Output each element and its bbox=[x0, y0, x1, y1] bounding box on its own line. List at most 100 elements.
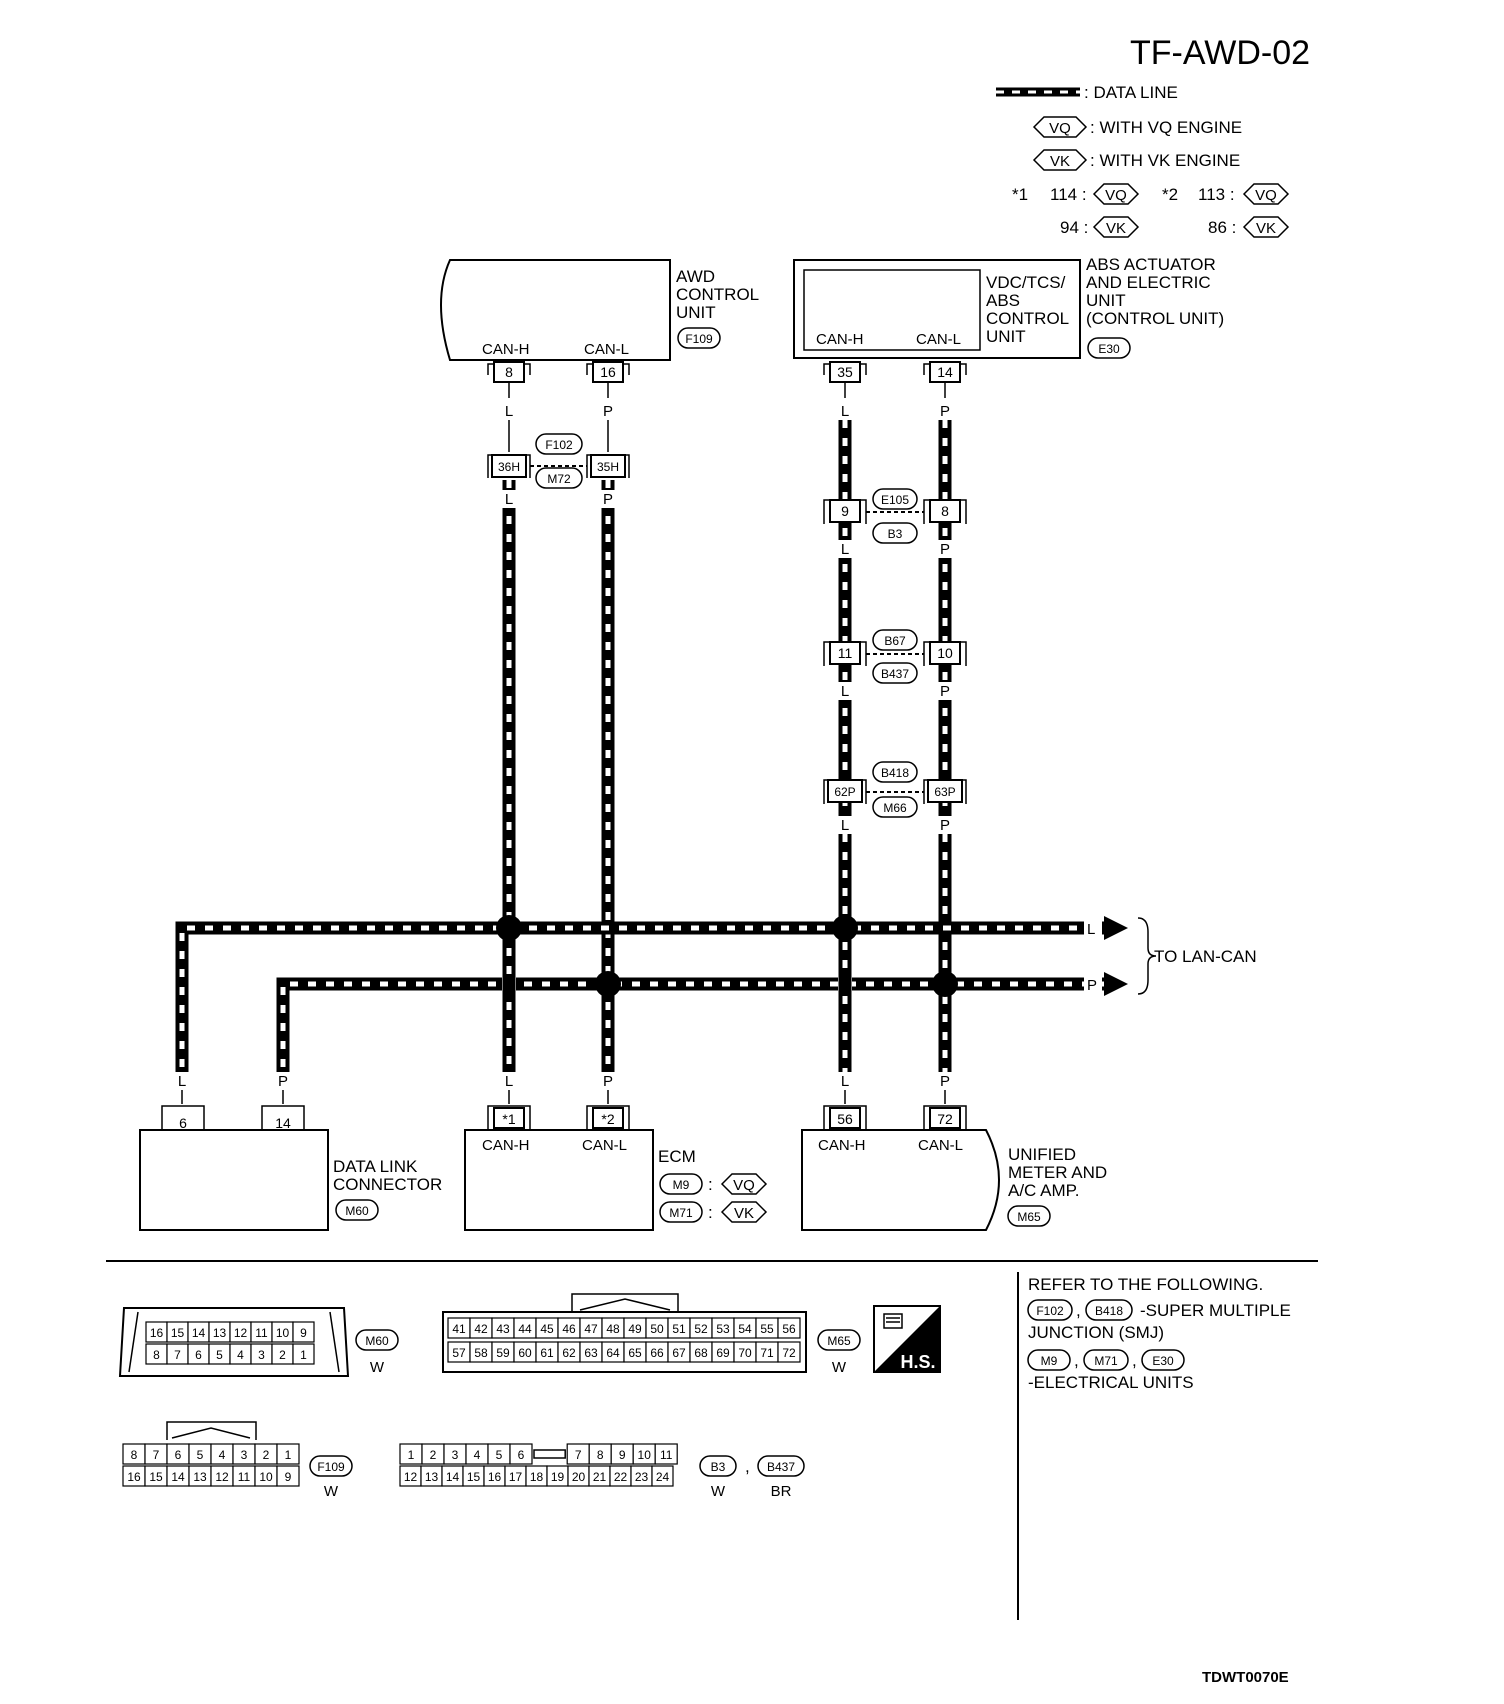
m65-cell-label: 59 bbox=[496, 1346, 510, 1360]
b3-cell-label: 24 bbox=[656, 1470, 670, 1484]
m65-cell bbox=[777, 1317, 801, 1339]
b3-cell-label: 21 bbox=[593, 1470, 607, 1484]
m60-cell-label: 13 bbox=[213, 1326, 227, 1340]
m65-cell-label: 70 bbox=[738, 1346, 752, 1360]
f109-cell-label: 12 bbox=[215, 1470, 229, 1484]
refer-eu-conn3: E30 bbox=[1152, 1354, 1174, 1368]
b3-cell-label: 2 bbox=[430, 1448, 437, 1462]
f109-cell-label: 3 bbox=[241, 1448, 248, 1462]
f109-cell-label: 11 bbox=[238, 1470, 251, 1484]
m65-cell-label: 62 bbox=[562, 1346, 576, 1360]
legend-star2-vk-badge: VK bbox=[1256, 220, 1276, 237]
m65-cell-label: 42 bbox=[474, 1322, 488, 1336]
m65-cell-label: 67 bbox=[672, 1346, 686, 1360]
dlc-connector-id: M60 bbox=[345, 1204, 369, 1218]
b3-cell-label: 19 bbox=[551, 1470, 565, 1484]
f109-cell-label: 13 bbox=[193, 1470, 207, 1484]
awd-wire-p: P bbox=[603, 403, 613, 420]
b3-cell-label: 18 bbox=[530, 1470, 544, 1484]
m65-cell-label: 71 bbox=[760, 1346, 774, 1360]
f109-color: W bbox=[324, 1483, 339, 1500]
ecm-conn2: M71 bbox=[669, 1206, 693, 1220]
e105-pin-left: 9 bbox=[841, 503, 849, 519]
e105-pin-right: 8 bbox=[941, 503, 949, 519]
m60-cell-label: 10 bbox=[276, 1326, 290, 1340]
m65-cell-label: 55 bbox=[760, 1322, 774, 1336]
m65-cell-label: 65 bbox=[628, 1346, 642, 1360]
meter-can-l: CAN-L bbox=[918, 1137, 963, 1154]
m60-cell bbox=[292, 1343, 315, 1365]
f109-cell bbox=[276, 1465, 300, 1487]
b3-id: B3 bbox=[711, 1460, 726, 1474]
e105-top-id: E105 bbox=[881, 493, 909, 507]
m60-color: W bbox=[370, 1359, 385, 1376]
dlc-wire-p: P bbox=[278, 1073, 288, 1090]
b418-pin-left: 62P bbox=[834, 785, 855, 799]
b3-cell-label: 23 bbox=[635, 1470, 649, 1484]
svg-text::: : bbox=[708, 1203, 713, 1222]
f109-cell bbox=[276, 1443, 300, 1465]
b3-cell-label: 6 bbox=[518, 1448, 525, 1462]
legend-star1-vk-badge: VK bbox=[1106, 220, 1126, 237]
svg-text:,: , bbox=[1132, 1351, 1137, 1370]
dlc-wire-l: L bbox=[178, 1073, 186, 1090]
svg-text::: : bbox=[708, 1175, 713, 1194]
data-lines bbox=[175, 420, 1105, 1085]
e105-bottom-id: B3 bbox=[888, 527, 903, 541]
b67-wire-l: L bbox=[841, 683, 849, 700]
joint-b418-m66: 62P 63P B418 M66 bbox=[823, 761, 967, 818]
m60-cell-label: 3 bbox=[258, 1348, 265, 1362]
abs-pin-l: 14 bbox=[937, 364, 953, 380]
awd-pins: 8 16 bbox=[487, 361, 630, 383]
awd-name-2: CONTROL bbox=[676, 285, 759, 304]
f102-wire-p: P bbox=[603, 491, 613, 508]
m60-id: M60 bbox=[365, 1334, 389, 1348]
lan-can-arrows bbox=[1104, 916, 1157, 996]
m60-cell-label: 16 bbox=[150, 1326, 164, 1340]
m60-cell-label: 7 bbox=[174, 1348, 181, 1362]
b437-id: B437 bbox=[767, 1460, 795, 1474]
f109-id: F109 bbox=[317, 1460, 345, 1474]
m65-id: M65 bbox=[827, 1334, 851, 1348]
m65-cell-label: 66 bbox=[650, 1346, 664, 1360]
m60-cell-label: 11 bbox=[255, 1326, 268, 1340]
m65-cell-label: 52 bbox=[694, 1322, 708, 1336]
b3-cell bbox=[509, 1443, 533, 1465]
b437-color: BR bbox=[771, 1483, 792, 1500]
ecm-pin-h: *1 bbox=[502, 1111, 515, 1127]
page-title: TF-AWD-02 bbox=[1130, 34, 1310, 72]
abs-pins: 35 14 bbox=[823, 361, 967, 383]
ecm-conn2-engine: VK bbox=[734, 1205, 754, 1222]
legend-vq-badge: VQ bbox=[1049, 120, 1071, 137]
legend-star2-vk: 86 : bbox=[1208, 218, 1236, 237]
f109-cell-label: 8 bbox=[131, 1448, 138, 1462]
dlc-pin-l: 6 bbox=[179, 1115, 187, 1131]
b418-wire-p: P bbox=[940, 817, 950, 834]
awd-pin-l: 16 bbox=[600, 364, 616, 380]
b3-cell-label: 22 bbox=[614, 1470, 628, 1484]
dlc-name-2: CONNECTOR bbox=[333, 1175, 442, 1194]
abs-inner-1: VDC/TCS/ bbox=[986, 273, 1066, 292]
refer-eu-text: -ELECTRICAL UNITS bbox=[1028, 1373, 1194, 1392]
abs-name-1: ABS ACTUATOR bbox=[1086, 255, 1216, 274]
joint-b67-b437: 11 10 B67 B437 bbox=[823, 629, 967, 684]
abs-inner-3: CONTROL bbox=[986, 309, 1069, 328]
f102-bottom-id: M72 bbox=[547, 472, 571, 486]
f109-cell-label: 5 bbox=[197, 1448, 204, 1462]
m65-cell-label: 58 bbox=[474, 1346, 488, 1360]
m65-cell-label: 60 bbox=[518, 1346, 532, 1360]
svg-text:,: , bbox=[1076, 1301, 1081, 1320]
m60-cell-label: 15 bbox=[171, 1326, 185, 1340]
abs-name-4: (CONTROL UNIT) bbox=[1086, 309, 1224, 328]
b3-cell-label: 16 bbox=[488, 1470, 502, 1484]
m60-cell-label: 2 bbox=[279, 1348, 286, 1362]
b67-pin-left: 11 bbox=[838, 645, 853, 661]
refer-smj-text: -SUPER MULTIPLE bbox=[1140, 1301, 1291, 1320]
awd-name-1: AWD bbox=[676, 267, 715, 286]
joint-e105-b3: 9 8 E105 B3 bbox=[823, 488, 967, 544]
unified-meter-unit: 56 72 CAN-H CAN-L UNIFIED METER AND A/C … bbox=[801, 1105, 1107, 1231]
abs-actuator-unit: CAN-H CAN-L VDC/TCS/ ABS CONTROL UNIT AB… bbox=[793, 255, 1224, 359]
